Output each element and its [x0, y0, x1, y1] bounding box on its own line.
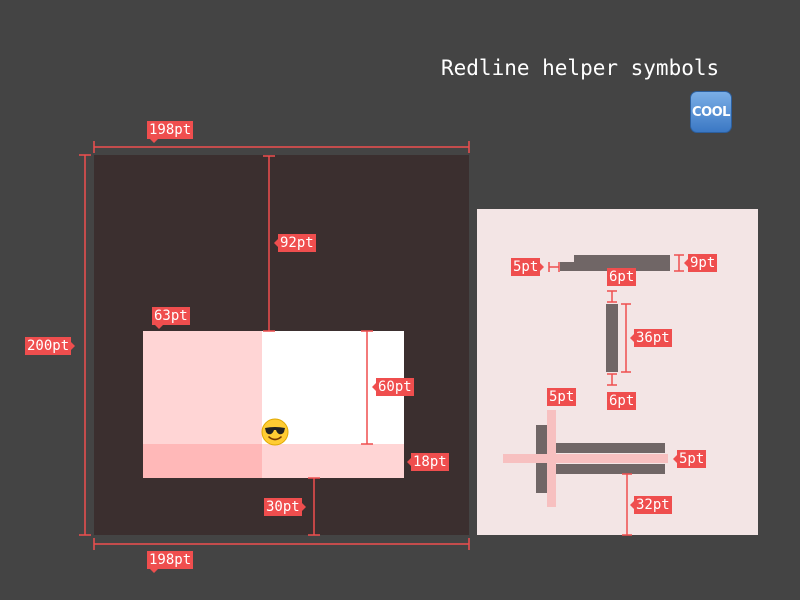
label-bar-gap-bottom: 6pt	[607, 392, 637, 410]
label-top-gap: 92pt	[274, 234, 316, 252]
label-bar-left-gap: 5pt	[511, 258, 545, 276]
label-width-top: 198pt	[147, 121, 194, 143]
label-height: 200pt	[25, 337, 76, 355]
label-inner-height: 60pt	[372, 378, 414, 396]
horizontal-bar-thick	[574, 255, 670, 264]
cool-button-icon: COOL	[690, 91, 732, 133]
label-bar-gap-top: 6pt	[607, 268, 637, 286]
label-cross-width: 5pt	[547, 388, 577, 406]
cross-bar-bottom	[556, 464, 665, 474]
strip-light-cell	[262, 444, 404, 478]
strip-dark-cell	[143, 444, 262, 478]
label-bottom-gap: 30pt	[264, 498, 306, 516]
label-strip-height: 18pt	[407, 453, 449, 471]
vertical-bar	[606, 304, 618, 372]
label-cross-height: 5pt	[672, 450, 707, 468]
cross-horizontal-pink	[503, 454, 668, 463]
page-title: Redline helper symbols	[441, 56, 720, 80]
label-inner-width: 63pt	[152, 307, 190, 329]
label-vbar-height: 36pt	[630, 329, 672, 347]
cross-bar-top	[556, 443, 665, 453]
horizontal-bar-thin	[560, 262, 670, 271]
cross-vertical-pink	[547, 410, 556, 507]
label-right-bottom-gap: 32pt	[630, 496, 672, 514]
label-bar-height: 9pt	[683, 254, 718, 272]
smiling-face-with-sunglasses-icon	[261, 418, 289, 446]
label-width-bottom: 198pt	[147, 551, 194, 573]
inner-pink-cell	[143, 331, 262, 444]
